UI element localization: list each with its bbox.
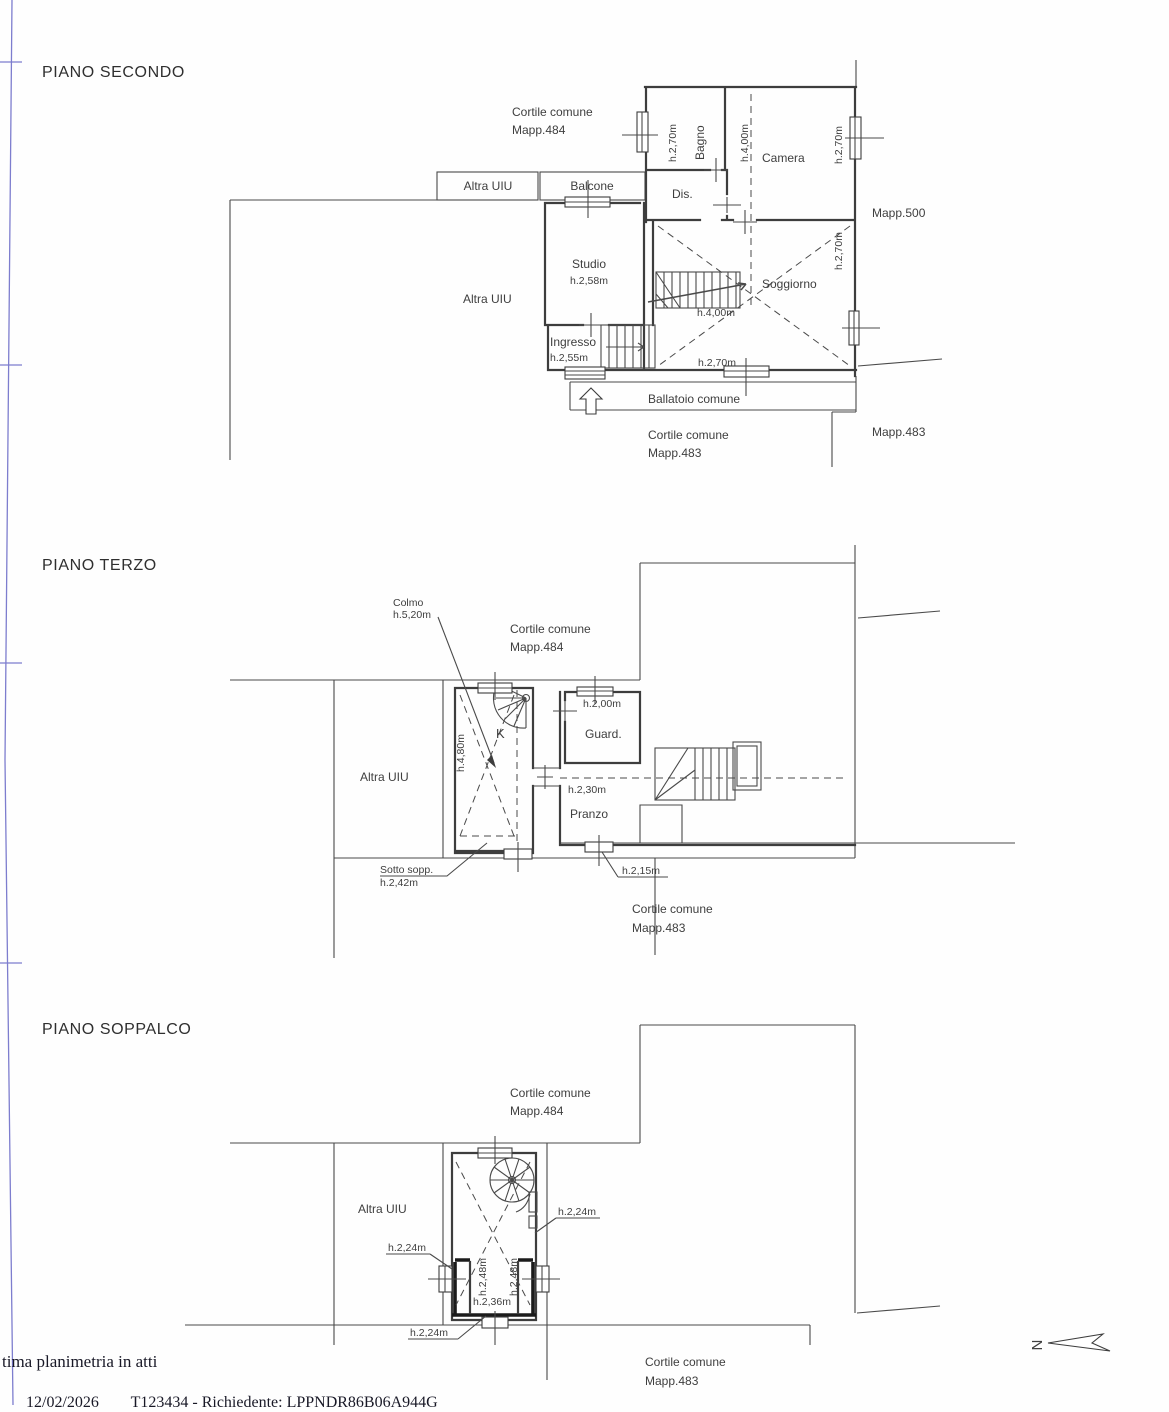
cortile-483-label: Cortile comune (632, 902, 713, 916)
camera-ridge-height-label: h.4,00m (739, 124, 751, 162)
soggiorno-stair-height-label: h.4,00m (697, 307, 735, 319)
piano-terzo-plan: PIANO TERZO (42, 545, 1015, 958)
footer-note: tima planimetria in atti (2, 1352, 158, 1371)
secondo-door-ticks (579, 158, 757, 337)
soppalco-boundary-lines (185, 1024, 941, 1380)
height-bottom-label: h.2,24m (410, 1327, 448, 1339)
colmo-height-label: h.5,20m (393, 609, 431, 621)
floor-title-soppalco: PIANO SOPPALCO (42, 1021, 191, 1038)
mapp-484-label: Mapp.484 (512, 123, 566, 137)
dis-label: Dis. (672, 187, 693, 201)
soggiorno-label: Soggiorno (762, 277, 817, 291)
cortile-484-label: Cortile comune (510, 1086, 591, 1100)
piano-soppalco-plan: PIANO SOPPALCO (42, 1021, 941, 1388)
secondo-dashed-lines (657, 94, 851, 367)
ingresso-label: Ingresso (550, 335, 596, 349)
sotto-sopp-label: Sotto sopp. (380, 864, 433, 876)
mapp-483-right-label: Mapp.483 (872, 425, 926, 439)
altra-uiu-box-label: Altra UIU (464, 179, 513, 193)
pranzo-label: Pranzo (570, 807, 608, 821)
ingresso-height-label: h.2,55m (550, 352, 588, 364)
sotto-sopp-height-label: h.2,42m (380, 877, 418, 889)
terzo-leader-lines (380, 842, 668, 878)
soppalco-dashed-lines (455, 1161, 531, 1306)
floor-title-secondo: PIANO SECONDO (42, 64, 185, 81)
bagno-height-label: h.2,70m (667, 124, 679, 162)
studio-label: Studio (572, 257, 606, 271)
colmo-label: Colmo (393, 597, 424, 609)
terzo-walls (453, 686, 857, 855)
pranzo-dash-height-label: h.2,30m (568, 784, 606, 796)
altra-uiu-label: Altra UIU (360, 770, 409, 784)
mapp-483-label: Mapp.483 (632, 921, 686, 935)
balcone-label: Balcone (570, 179, 614, 193)
mapp-500-label: Mapp.500 (872, 206, 926, 220)
guard-height-label: h.2,00m (583, 698, 621, 710)
k-room-label: K (496, 726, 505, 741)
mapp-483-label: Mapp.483 (648, 446, 702, 460)
mapp-484-label: Mapp.484 (510, 640, 564, 654)
k-height-label: h.4,80m (455, 734, 467, 772)
altra-uiu-label: Altra UIU (358, 1202, 407, 1216)
footer-registration-line: 12/02/2026 T123434 - Richiedente: LPPNDR… (26, 1394, 438, 1411)
terzo-staircase (639, 741, 762, 843)
ballatoio-label: Ballatoio comune (648, 392, 740, 406)
camera-label: Camera (762, 151, 805, 165)
page-fold-marks (0, 0, 22, 1405)
soggiorno-wall-height-label: h.2,70m (833, 232, 845, 270)
secondo-staircase-soggiorno (647, 271, 747, 309)
cortile-483-label: Cortile comune (648, 428, 729, 442)
soppalco-leader-lines (386, 1217, 600, 1340)
mapp-484-label: Mapp.484 (510, 1104, 564, 1118)
cortile-484-label: Cortile comune (512, 105, 593, 119)
floor-title-terzo: PIANO TERZO (42, 557, 157, 574)
guard-label: Guard. (585, 727, 622, 741)
mapp-483-label: Mapp.483 (645, 1374, 699, 1388)
north-arrow-icon: N (1028, 1333, 1111, 1352)
bagno-label: Bagno (693, 125, 707, 160)
colmo-leader (437, 616, 496, 768)
terzo-door-ticks (537, 701, 577, 789)
height-right-label: h.2,24m (558, 1206, 596, 1218)
cortile-483-label: Cortile comune (645, 1355, 726, 1369)
soppalco-windows (428, 1136, 560, 1345)
entrance-arrow-icon (578, 387, 604, 415)
height-left-label: h.2,24m (388, 1242, 426, 1254)
height-inner-right-label: h.2,48m (508, 1258, 520, 1296)
terzo-dashed-lines (459, 690, 848, 845)
camera-wall-height-label: h.2,70m (833, 126, 845, 164)
soggiorno-door-height-label: h.2,70m (698, 357, 736, 369)
cortile-484-label: Cortile comune (510, 622, 591, 636)
studio-height-label: h.2,58m (570, 275, 608, 287)
height-inner-bottom-label: h.2,36m (473, 1296, 511, 1308)
altra-uiu-left-label: Altra UIU (463, 292, 512, 306)
terzo-boundary-lines (230, 545, 1015, 958)
secondo-staircase-ingresso (600, 324, 656, 369)
door-height-label: h.2,15m (622, 865, 660, 877)
piano-secondo-plan: PIANO SECONDO (42, 60, 943, 467)
terzo-windows (477, 672, 614, 872)
height-inner-left-label: h.2,48m (477, 1258, 489, 1296)
north-label: N (1028, 1340, 1045, 1351)
secondo-windows (564, 111, 884, 396)
